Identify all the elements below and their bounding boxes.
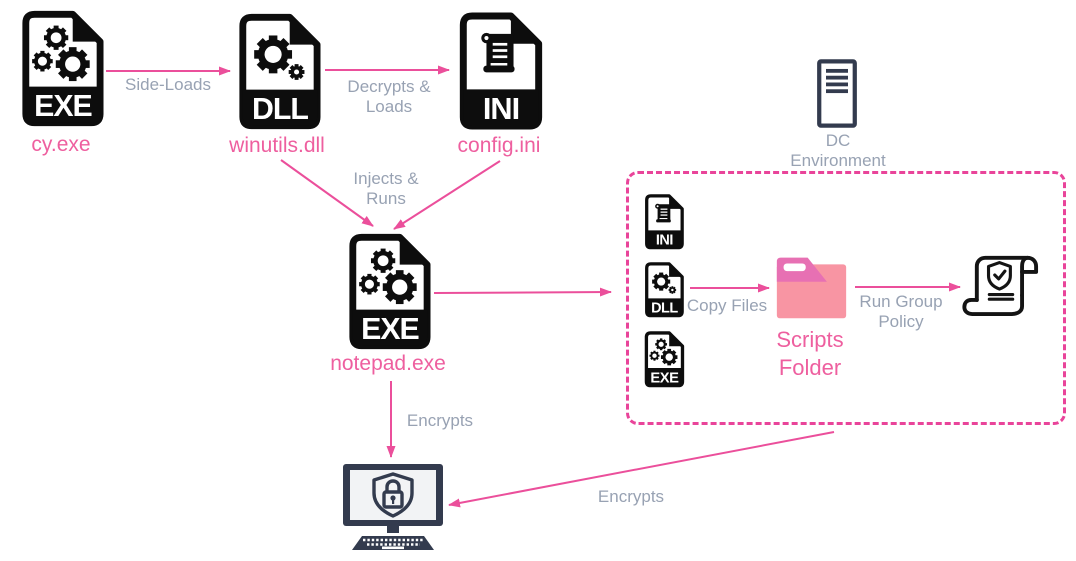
ini-badge: INI: [483, 91, 519, 126]
computer-lock-shield-icon: [343, 464, 443, 550]
run-group-policy-label: Run Group Policy: [859, 292, 943, 331]
dll-file-icon: DLL: [645, 262, 684, 318]
dll-badge: DLL: [252, 93, 308, 126]
staged-exe-icon: EXE: [642, 331, 685, 388]
scripts-folder-label: Scripts Folder: [776, 327, 844, 380]
exe-file-icon: EXE: [18, 8, 104, 130]
ini-badge: INI: [656, 232, 674, 248]
encrypts-dc-label: Encrypts: [597, 487, 665, 506]
decrypts-loads-label: Decrypts & Loads: [347, 77, 431, 116]
dc-server-icon: [815, 56, 859, 131]
victim-computer-icon: [340, 462, 446, 556]
encrypts-host-label: Encrypts: [406, 411, 474, 430]
side-loads-label: Side-Loads: [124, 75, 212, 94]
dll-badge: DLL: [651, 300, 678, 316]
dc-environment-label: DC Environment: [790, 131, 886, 170]
exe-file-icon: EXE: [345, 231, 431, 353]
staged-dll-icon: DLL: [642, 262, 685, 318]
scripts-folder-icon: [773, 252, 850, 323]
copy-files-label: Copy Files: [686, 296, 768, 315]
cy-exe-label: cy.exe: [31, 133, 91, 156]
exe-badge: EXE: [650, 370, 679, 386]
exe-file-icon: EXE: [644, 331, 685, 388]
winutils-dll-icon: DLL: [235, 11, 321, 133]
ini-file-icon: INI: [455, 12, 543, 131]
config-ini-label: config.ini: [457, 134, 541, 157]
config-ini-icon: INI: [455, 12, 543, 131]
exe-badge: EXE: [361, 313, 419, 346]
ini-file-icon: INI: [645, 194, 684, 250]
notepad-exe-label: notepad.exe: [330, 352, 446, 375]
dc-environment-boundary: [626, 171, 1066, 425]
group-policy-scroll-icon: [962, 250, 1040, 325]
notepad-exe-icon: EXE: [345, 231, 431, 353]
cy-exe-icon: EXE: [18, 8, 104, 130]
injects-runs-label: Injects & Runs: [353, 169, 419, 208]
dll-file-icon: DLL: [235, 11, 321, 133]
arrow-notepad-to-dc: [433, 287, 612, 297]
exe-badge: EXE: [34, 90, 92, 123]
folder-icon: [776, 257, 847, 319]
scroll-shield-icon: [962, 255, 1039, 316]
winutils-dll-label: winutils.dll: [229, 134, 325, 157]
staged-ini-icon: INI: [642, 194, 685, 250]
server-icon: [817, 59, 857, 128]
